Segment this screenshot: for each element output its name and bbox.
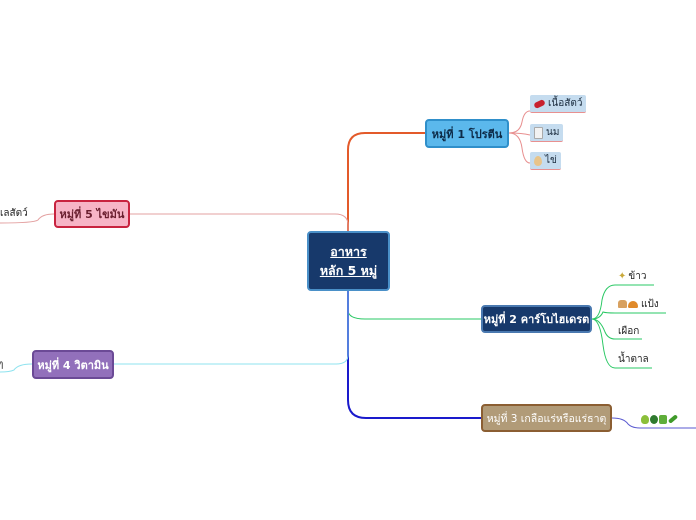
leaf-minerals[interactable] [641,411,679,427]
link-g2-sugar [591,318,652,369]
leaf-taro-label: เผือก [618,325,640,337]
topic-group-2-carbohydrate[interactable]: หมู่ที่ 2 คาร์โบไฮเดรต [481,305,592,333]
leaf-sugar[interactable]: น้ำตาล [618,351,649,367]
central-topic-line1: อาหาร [330,244,367,259]
egg-icon [534,155,542,166]
rice-icon: ✦ [618,270,627,282]
link-central-g4 [114,290,349,365]
topic-group-3-minerals[interactable]: หมู่ที่ 3 เกลือแร่หรือแร่ธาตุ [481,404,612,432]
leaf-fat-clipped[interactable]: เลสัตว์ [0,205,28,221]
leaf-milk[interactable]: นม [530,124,564,142]
leaf-egg-label: ไข่ [545,155,557,166]
leaf-milk-label: นม [546,127,560,138]
leaf-meat[interactable]: เนื้อสัตว์ [530,95,587,113]
link-g2-rice [591,284,654,320]
leaf-rice-label: ข้าว [628,270,647,282]
bread-icon [618,300,627,308]
meat-icon [533,98,546,109]
link-central-g5 [130,213,349,232]
link-g5-leaf [0,213,55,224]
leaf-flour[interactable]: แป้ง [618,296,659,312]
leaf-flour-label: แป้ง [641,298,659,310]
leaf-rice[interactable]: ✦ ข้าว [618,268,646,284]
vegetables-icon [641,414,679,424]
link-g2-flour [591,311,666,320]
link-g1-egg [508,132,531,164]
leaf-meat-label: เนื้อสัตว์ [548,98,583,109]
link-g4-leaf [0,363,33,373]
link-g1-meat [508,110,531,134]
leaf-vitamins-label: ๆ [0,358,4,370]
milk-icon [534,126,543,139]
leaf-fat-label: เลสัตว์ [0,207,28,219]
central-topic[interactable]: อาหาร หลัก 5 หมู่ [307,231,390,291]
link-g3-minerals [611,417,696,429]
leaf-vitamins-clipped[interactable]: ๆ [0,356,3,372]
link-g2-taro [591,318,642,340]
topic-group-1-protein[interactable]: หมู่ที่ 1 โปรตีน [425,119,509,148]
leaf-egg[interactable]: ไข่ [530,152,561,170]
croissant-icon [628,300,638,308]
leaf-sugar-label: น้ำตาล [618,353,649,365]
central-topic-line2: หลัก 5 หมู่ [319,263,378,278]
topic-group-4-vitamins[interactable]: หมู่ที่ 4 วิตามิน [32,350,114,379]
link-central-g2 [347,290,481,320]
topic-group-5-fat[interactable]: หมู่ที่ 5 ไขมัน [54,200,130,228]
leaf-taro[interactable]: เผือก [618,323,639,339]
link-central-g3 [347,290,481,419]
link-central-g1 [347,132,425,232]
